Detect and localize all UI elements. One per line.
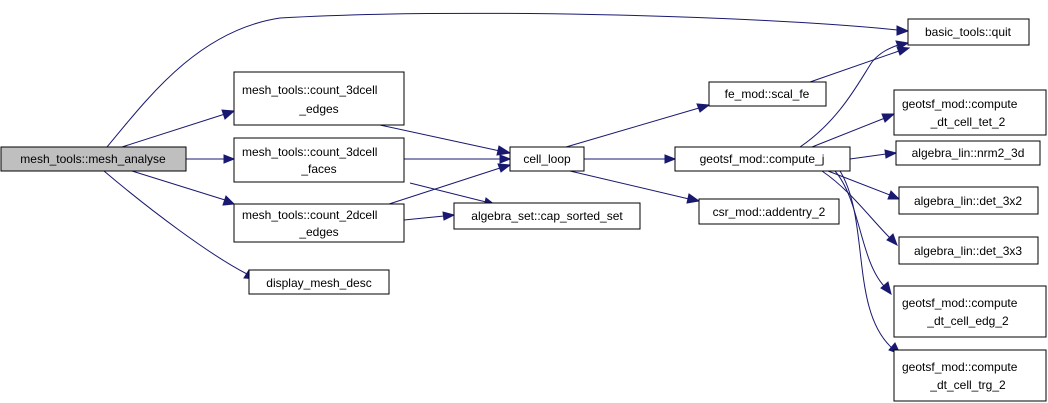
edge-count_3dcell_faces-cell_loop <box>404 154 512 164</box>
edge-mesh_analyse-count_2dcell_edges <box>131 170 236 206</box>
edge-compute_j-compute_dt_cell_edg_2 <box>834 170 892 296</box>
edge-mesh_analyse-display_mesh_desc <box>103 170 258 280</box>
edge-cell_loop-addentry_2 <box>569 170 701 204</box>
edge-cell_loop-compute_j <box>584 154 677 164</box>
node-scal-fe[interactable]: fe_mod::scal_fe <box>708 81 827 107</box>
edge-compute_j-nrm2_3d <box>849 149 898 160</box>
node-label-line2: _faces <box>300 162 336 176</box>
node-label: display_mesh_desc <box>266 276 371 290</box>
node-label: geotsf_mod::compute_j <box>700 152 825 166</box>
node-det-3x2[interactable]: algebra_lin::det_3x2 <box>898 186 1039 215</box>
edge-count_2dcell_edges-cap_sorted_set <box>403 211 456 221</box>
edge-compute_j-det_3x3 <box>821 170 898 247</box>
node-nrm2-3d[interactable]: algebra_lin::nrm2_3d <box>895 140 1041 166</box>
node-compute-j[interactable]: geotsf_mod::compute_j <box>674 146 851 172</box>
node-cell-loop[interactable]: cell_loop <box>509 146 585 172</box>
edge-count_2dcell_edges-cell_loop <box>385 163 512 206</box>
node-label-line2: _dt_cell_trg_2 <box>929 378 1006 392</box>
node-basic-quit[interactable]: basic_tools::quit <box>907 18 1030 46</box>
node-label-line2: _dt_cell_tet_2 <box>930 115 1006 129</box>
edge-compute_j-compute_dt_cell_tet_2 <box>811 113 896 148</box>
node-compute-dt-cell-edg-2[interactable]: geotsf_mod::compute _dt_cell_edg_2 <box>893 285 1047 338</box>
node-cap-sorted-set[interactable]: algebra_set::cap_sorted_set <box>453 202 641 230</box>
node-label: algebra_lin::det_3x2 <box>914 194 1022 208</box>
node-label-line2: _edges <box>298 225 338 239</box>
node-label-line2: _dt_cell_edg_2 <box>926 314 1009 328</box>
node-display-mesh-desc[interactable]: display_mesh_desc <box>248 269 390 295</box>
node-addentry-2[interactable]: csr_mod::addentry_2 <box>698 198 840 225</box>
node-label-line1: mesh_tools::count_3dcell <box>242 145 377 159</box>
node-label-line1: geotsf_mod::compute <box>902 296 1018 310</box>
node-label-line2: _edges <box>298 102 338 116</box>
node-count-2dcell-edges[interactable]: mesh_tools::count_2dcell _edges <box>233 203 405 243</box>
node-det-3x3[interactable]: algebra_lin::det_3x3 <box>898 236 1039 265</box>
node-label: cell_loop <box>523 152 571 166</box>
node-count-3dcell-edges[interactable]: mesh_tools::count_3dcell _edges <box>233 71 405 126</box>
node-label: fe_mod::scal_fe <box>725 87 810 101</box>
node-count-3dcell-faces[interactable]: mesh_tools::count_3dcell _faces <box>233 137 405 183</box>
node-label: algebra_lin::nrm2_3d <box>912 146 1025 160</box>
node-label-line1: geotsf_mod::compute <box>902 97 1018 111</box>
edge-mesh_analyse-count_3dcell_edges <box>121 109 236 148</box>
node-label-line1: mesh_tools::count_3dcell <box>242 83 377 97</box>
node-label: csr_mod::addentry_2 <box>713 205 826 219</box>
node-mesh-analyse[interactable]: mesh_tools::mesh_analyse <box>0 146 187 172</box>
edge-compute_j-basic_quit <box>799 40 910 148</box>
node-label: algebra_lin::det_3x3 <box>914 244 1022 258</box>
node-compute-dt-cell-tet-2[interactable]: geotsf_mod::compute _dt_cell_tet_2 <box>893 89 1047 136</box>
node-label-line1: mesh_tools::count_2dcell <box>242 208 377 222</box>
edge-scal_fe-basic_quit <box>809 46 911 83</box>
edge-cell_loop-scal_fe <box>565 103 711 148</box>
edge-mesh_analyse-count_3dcell_faces <box>186 154 236 164</box>
node-compute-dt-cell-trg-2[interactable]: geotsf_mod::compute _dt_cell_trg_2 <box>893 349 1047 402</box>
node-label: mesh_tools::mesh_analyse <box>20 152 166 166</box>
edge-mesh_analyse-basic_quit <box>106 12 910 148</box>
edge-count_3dcell_edges-cell_loop <box>379 124 512 156</box>
node-label-line1: geotsf_mod::compute <box>902 360 1018 374</box>
node-label: basic_tools::quit <box>925 25 1012 39</box>
node-label: algebra_set::cap_sorted_set <box>471 209 623 223</box>
